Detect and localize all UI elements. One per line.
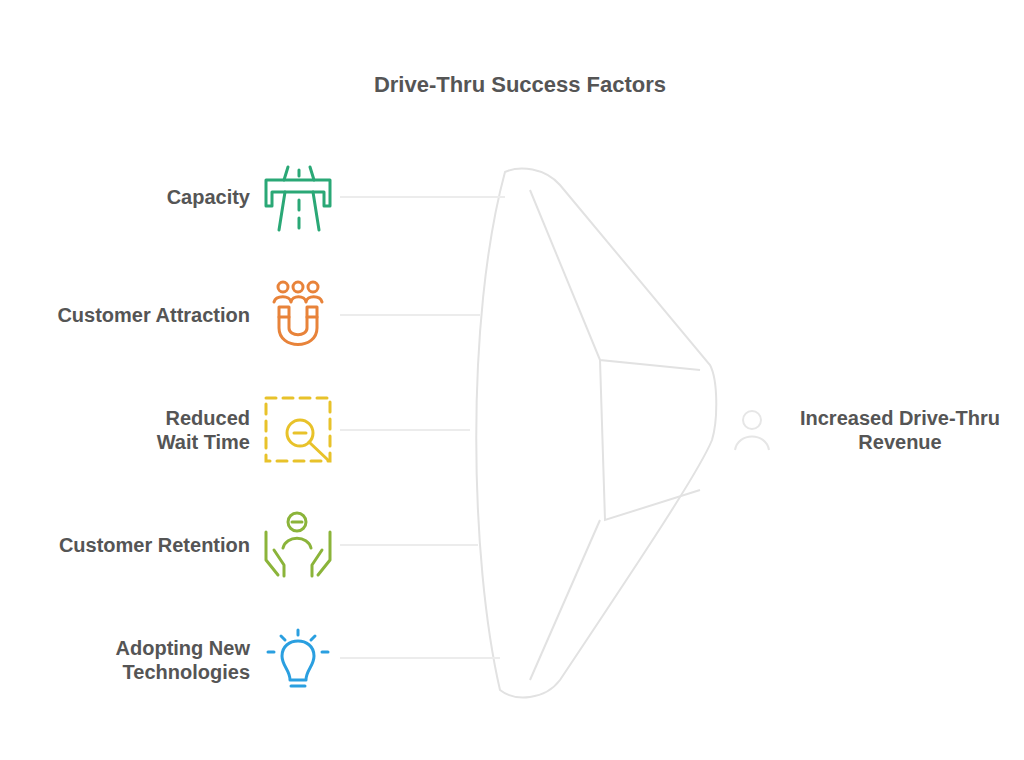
road-icon — [266, 167, 330, 230]
magnet-icon — [274, 282, 322, 345]
factor-label: Customer Attraction — [20, 303, 250, 327]
care-icon — [266, 513, 330, 576]
search-icon — [266, 398, 330, 461]
outcome-label: Increased Drive-Thru Revenue — [790, 406, 1010, 454]
factor-label: Capacity — [50, 185, 250, 209]
factor-label: Customer Retention — [20, 533, 250, 557]
funnel-outline — [476, 168, 716, 697]
leader-lines — [340, 197, 505, 658]
factor-label: Adopting New Technologies — [70, 636, 250, 684]
diagram-title: Drive-Thru Success Factors — [270, 72, 770, 98]
lightbulb-icon — [268, 630, 328, 686]
factor-label: Reduced Wait Time — [120, 406, 250, 454]
outcome-icon — [735, 411, 769, 450]
